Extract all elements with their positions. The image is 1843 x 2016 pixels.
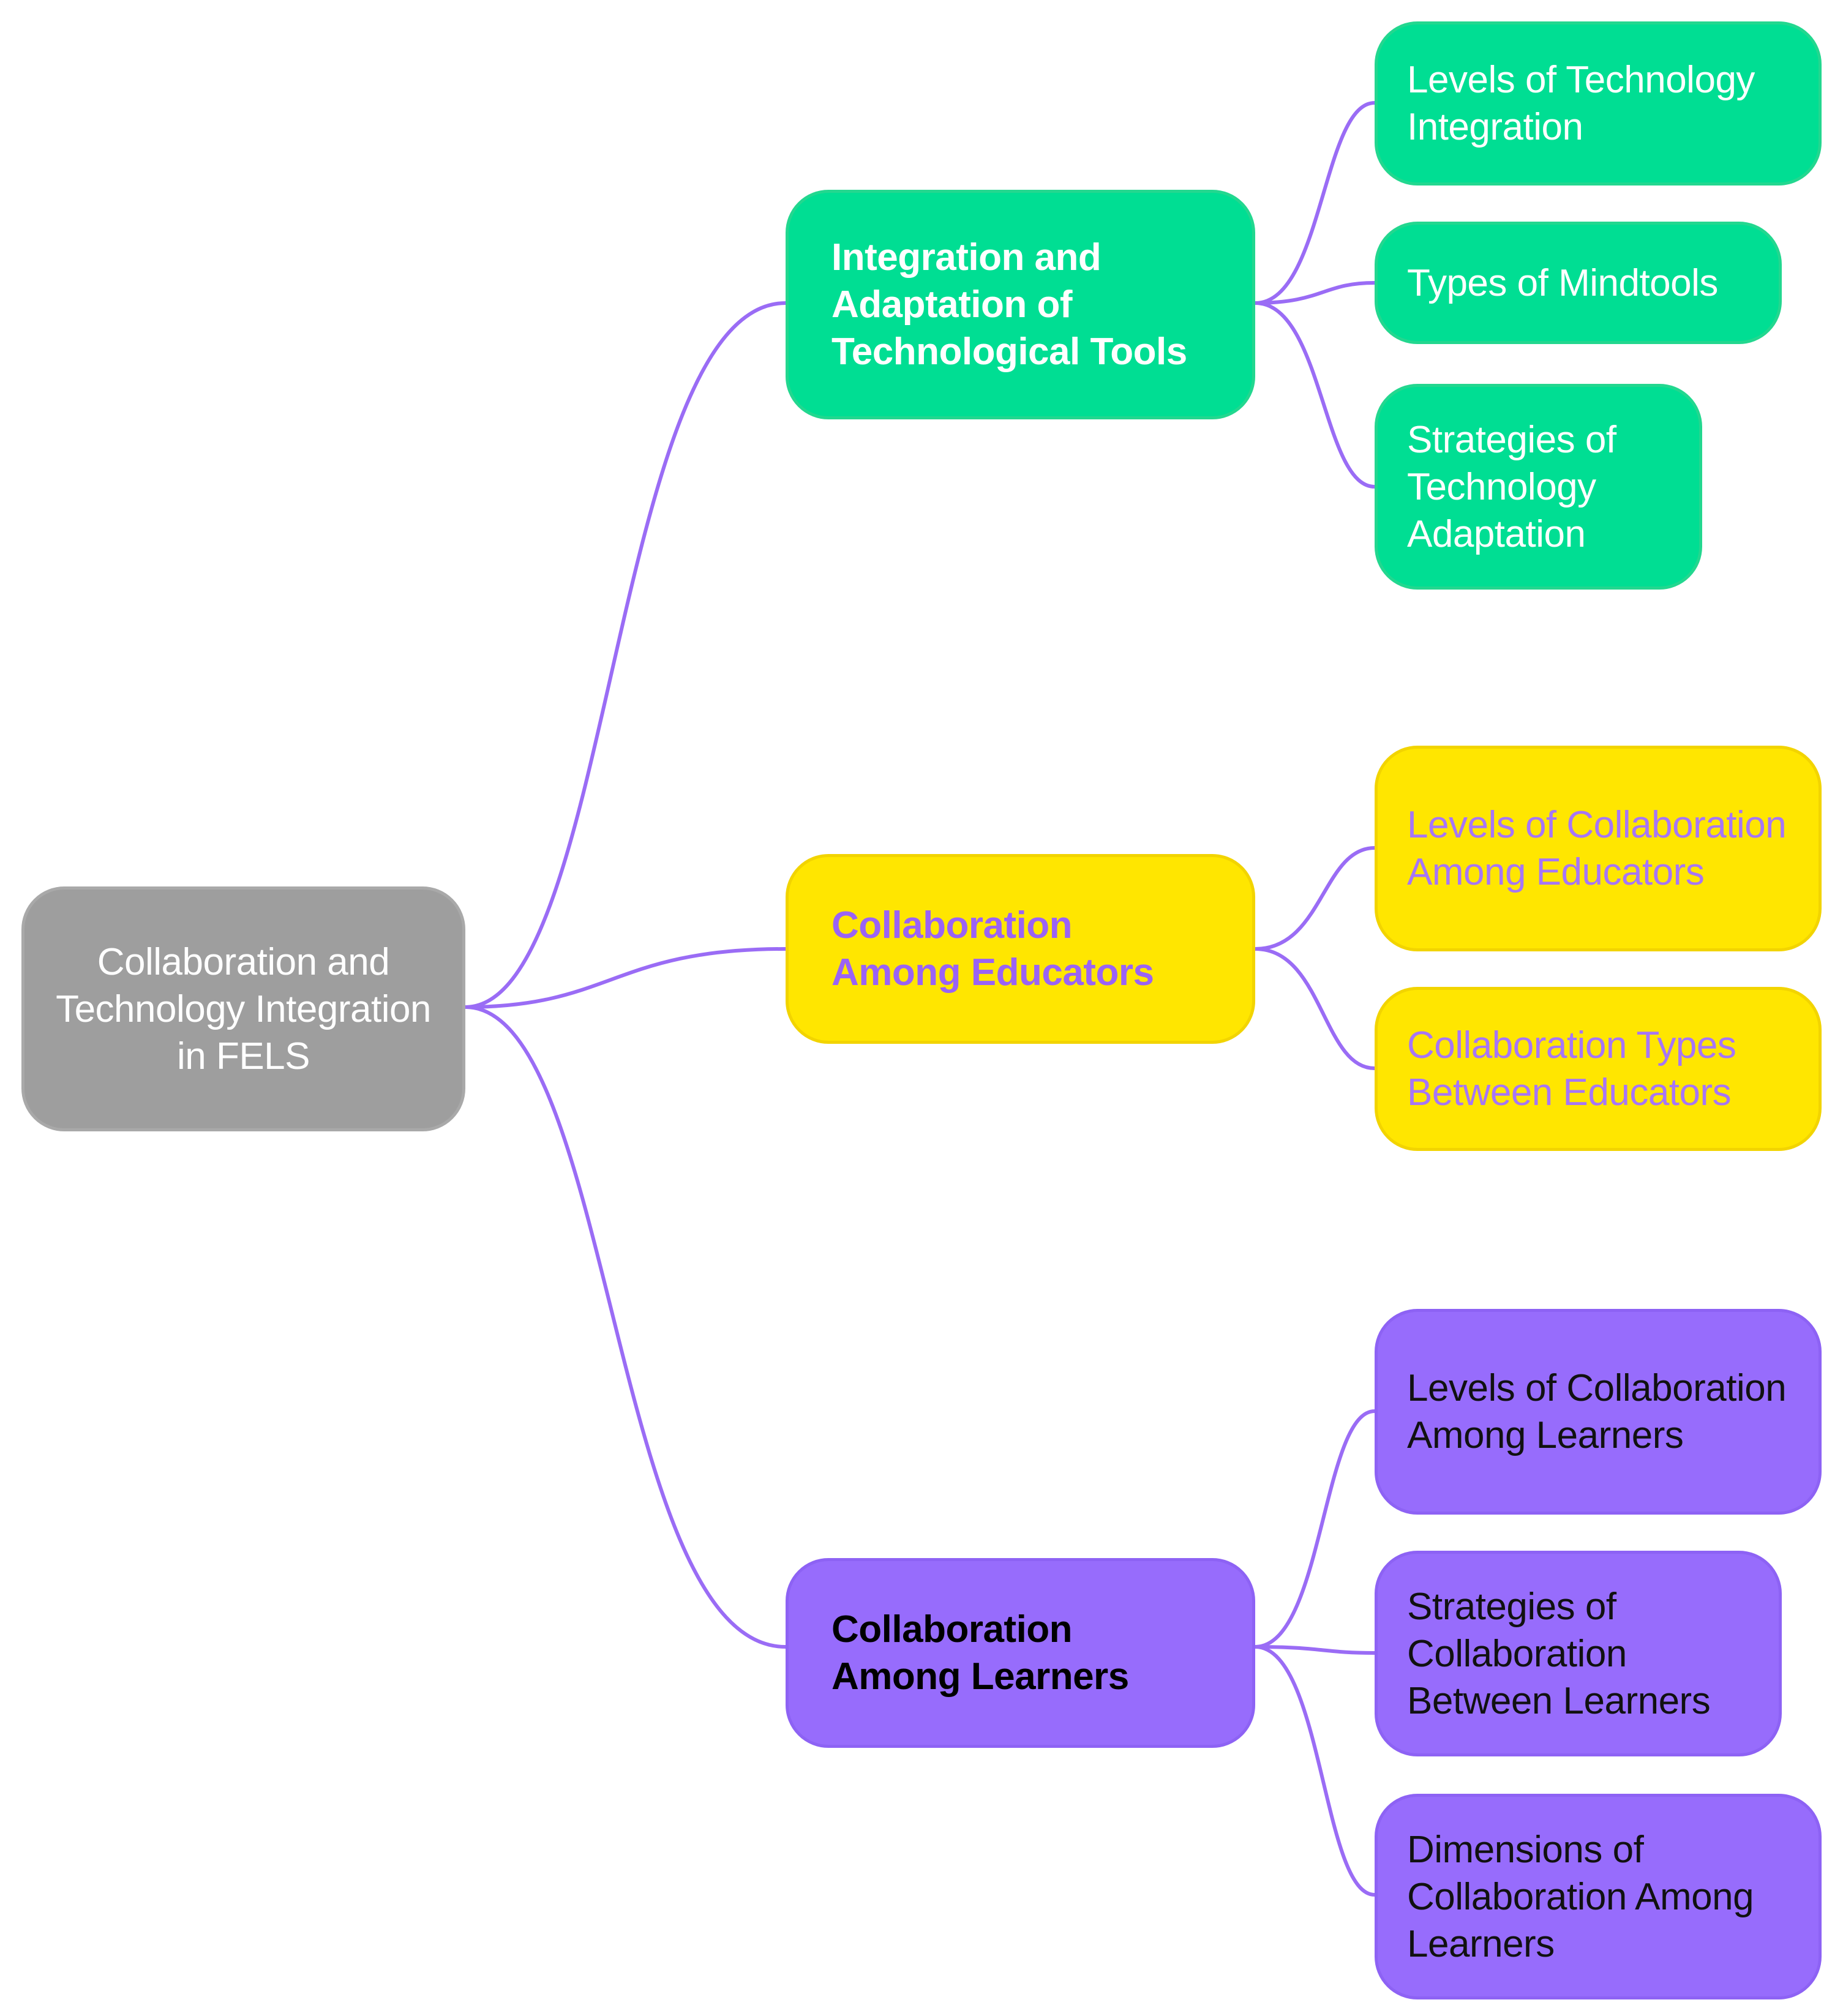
connector-tech-mindtools xyxy=(1253,281,1376,305)
connector-learn-dimensions xyxy=(1253,1645,1376,1897)
leaf-label: Collaboration Types Between Educators xyxy=(1407,1024,1736,1114)
connector-learn-strategies xyxy=(1253,1645,1376,1655)
leaf-label: Levels of Collaboration Among Educators xyxy=(1407,804,1787,893)
leaf-types-of-mindtools: Types of Mindtools xyxy=(1375,222,1782,344)
connector-root-educators xyxy=(464,947,787,1009)
leaf-dimensions-of-collaboration-among-learners: Dimensions of Collaboration Among Learne… xyxy=(1375,1794,1822,1999)
connector-tech-strategies xyxy=(1253,301,1376,489)
leaf-label: Strategies of Collaboration Between Lear… xyxy=(1407,1585,1711,1722)
root-node: Collaboration and Technology Integration… xyxy=(21,886,465,1131)
branch-technology-label: Integration and Adaptation of Technologi… xyxy=(831,236,1187,373)
leaf-strategies-of-technology-adaptation: Strategies of Technology Adaptation xyxy=(1375,384,1702,590)
branch-technology: Integration and Adaptation of Technologi… xyxy=(786,190,1255,419)
connector-tech-levels xyxy=(1253,101,1376,305)
connector-edu-levels xyxy=(1253,846,1376,951)
leaf-levels-of-collaboration-among-learners: Levels of Collaboration Among Learners xyxy=(1375,1309,1822,1515)
branch-learners: Collaboration Among Learners xyxy=(786,1558,1255,1748)
branch-learners-label: Collaboration Among Learners xyxy=(831,1608,1129,1698)
leaf-levels-of-collaboration-among-educators: Levels of Collaboration Among Educators xyxy=(1375,746,1822,951)
leaf-label: Levels of Collaboration Among Learners xyxy=(1407,1367,1787,1456)
connector-learn-levels xyxy=(1253,1409,1376,1649)
leaf-label: Strategies of Technology Adaptation xyxy=(1407,418,1616,555)
root-node-label: Collaboration and Technology Integration… xyxy=(56,940,431,1077)
connector-root-learners xyxy=(464,1005,787,1649)
leaf-strategies-of-collaboration-between-learners: Strategies of Collaboration Between Lear… xyxy=(1375,1551,1782,1756)
leaf-label: Types of Mindtools xyxy=(1407,261,1718,304)
leaf-label: Dimensions of Collaboration Among Learne… xyxy=(1407,1828,1754,1965)
branch-educators: Collaboration Among Educators xyxy=(786,854,1255,1044)
connector-root-tech xyxy=(464,301,787,1009)
branch-educators-label: Collaboration Among Educators xyxy=(831,904,1154,994)
leaf-label: Levels of Technology Integration xyxy=(1407,59,1755,148)
connector-edu-types xyxy=(1253,947,1376,1070)
leaf-levels-of-technology-integration: Levels of Technology Integration xyxy=(1375,21,1822,185)
leaf-collaboration-types-between-educators: Collaboration Types Between Educators xyxy=(1375,987,1822,1151)
